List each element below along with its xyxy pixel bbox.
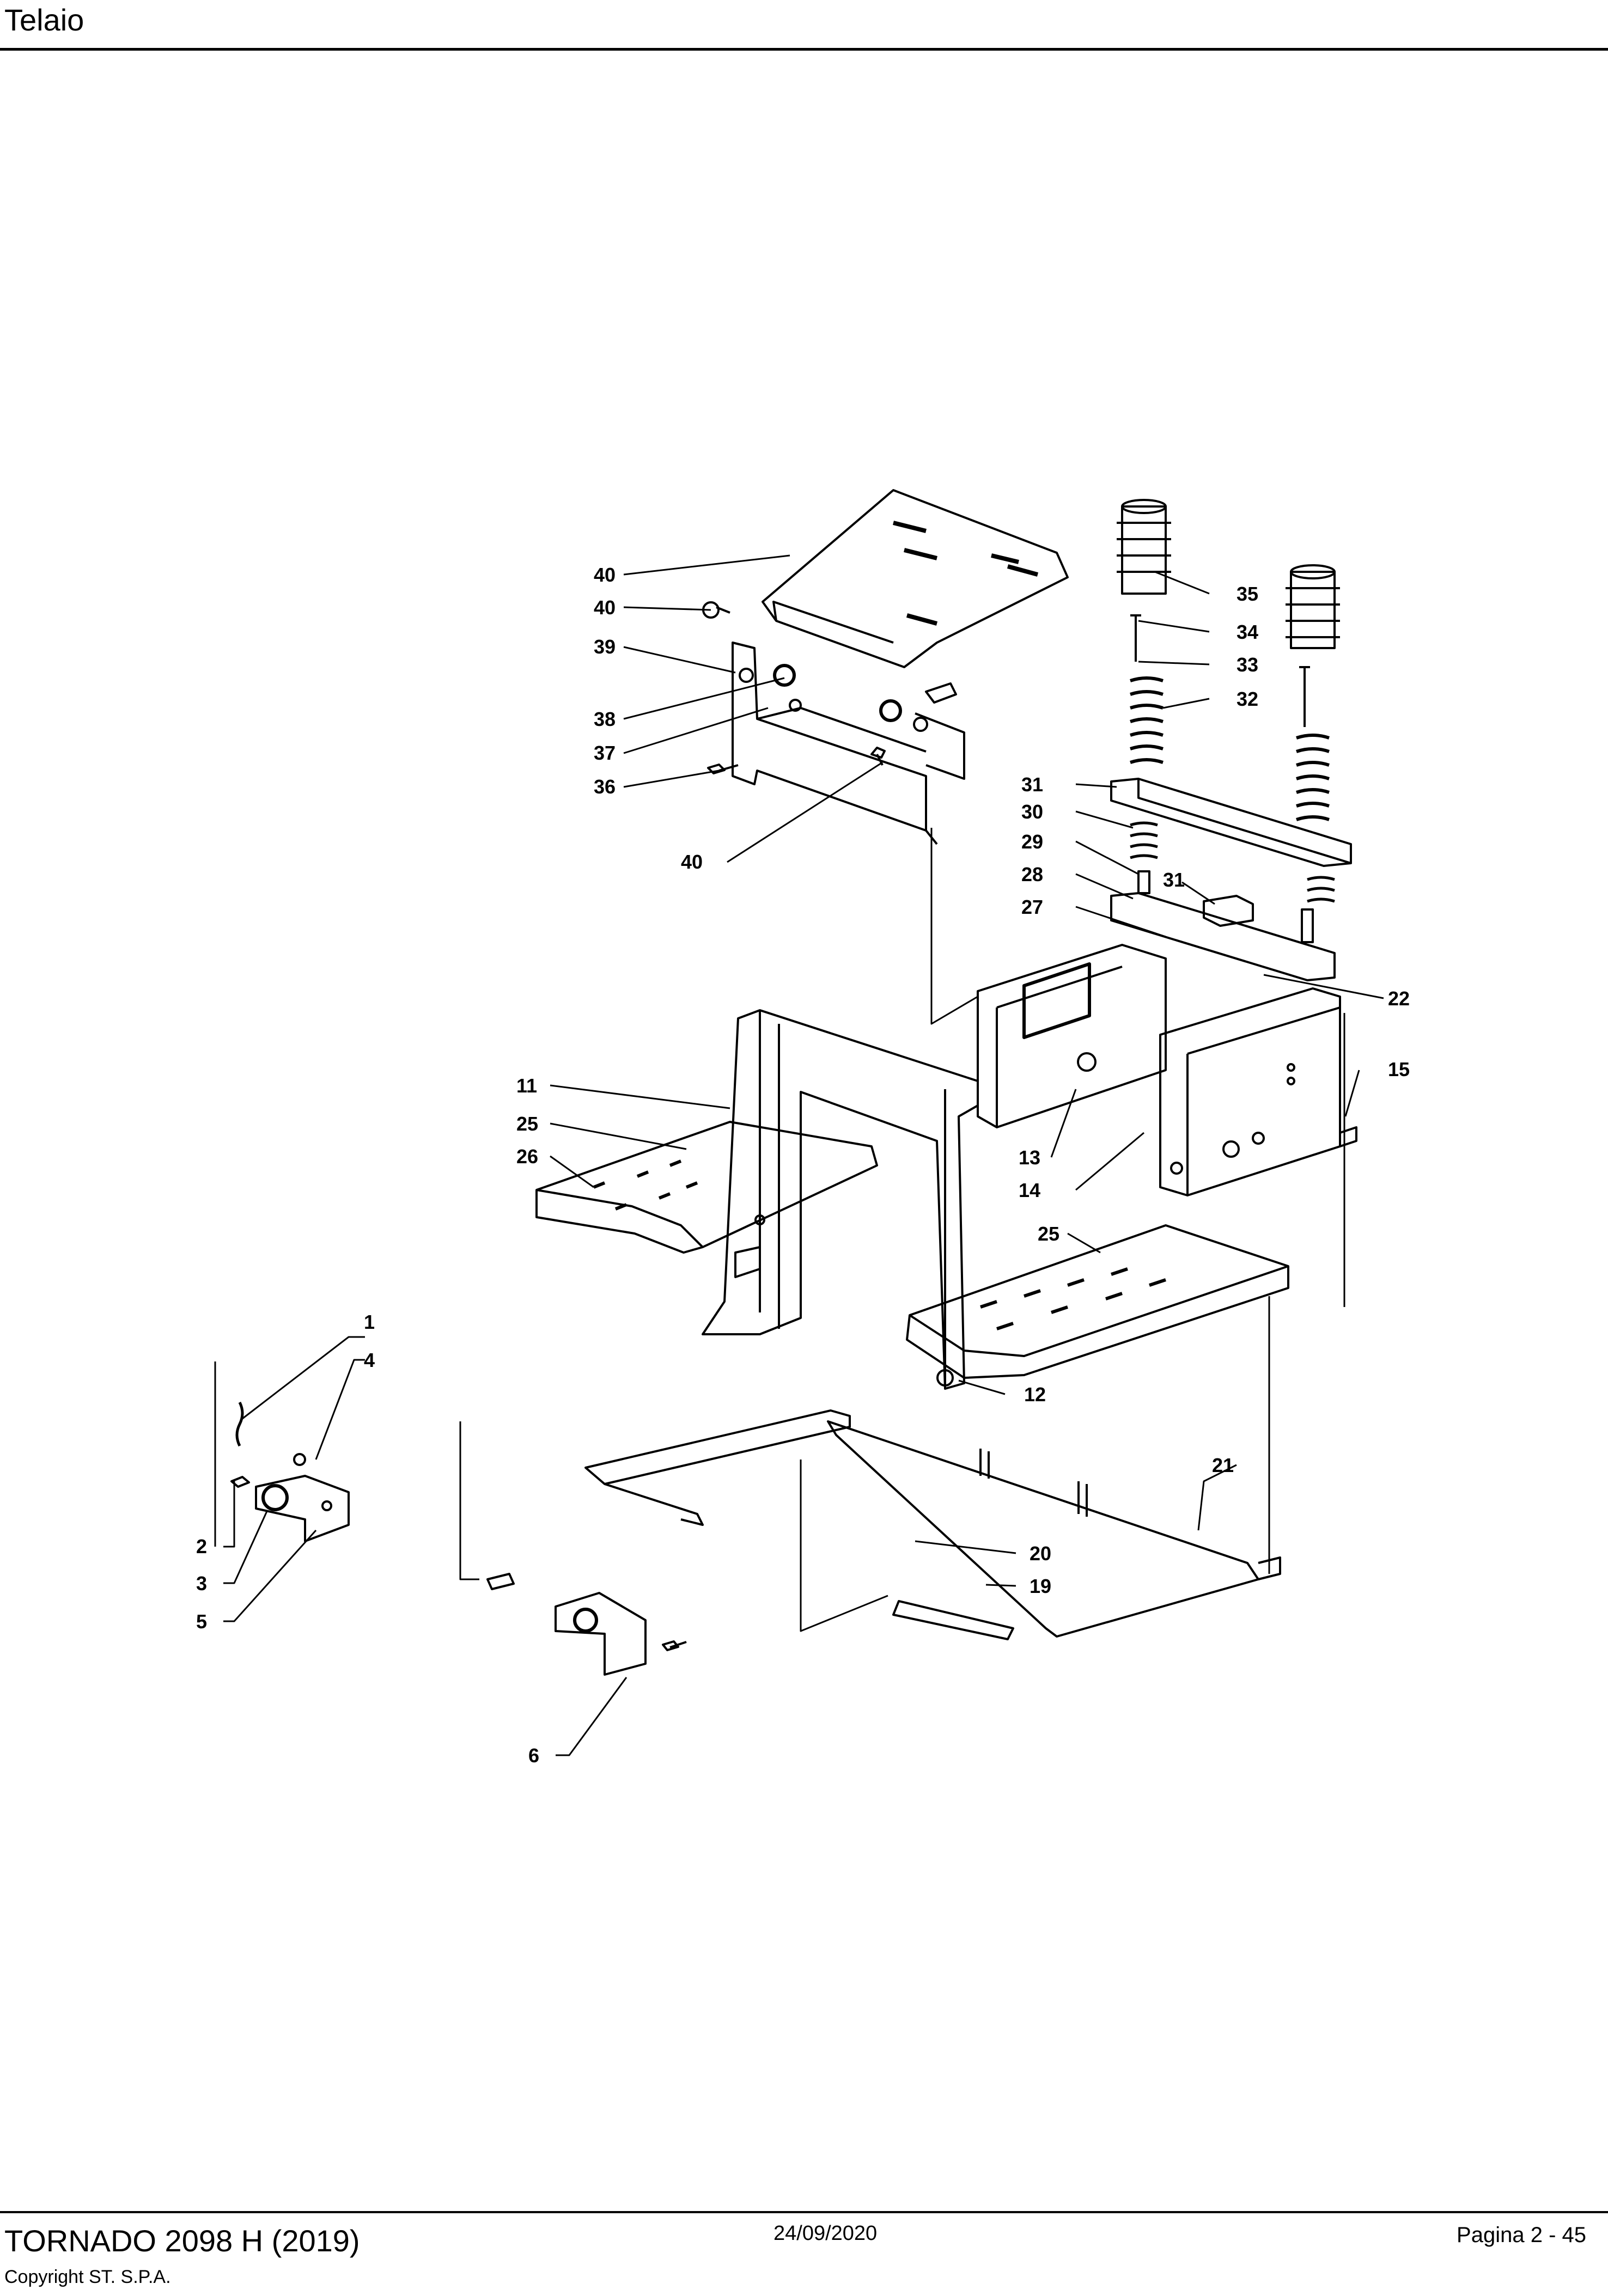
footer-rule: [0, 2211, 1608, 2213]
callout-22: 26: [516, 1145, 538, 1168]
callout-26: 28: [1021, 863, 1043, 886]
callout-20: 25: [516, 1113, 538, 1135]
right-bracket: [486, 1573, 687, 1676]
callout-14: 14: [1019, 1179, 1040, 1201]
callout-28: 30: [1021, 801, 1043, 823]
left-footboard: [535, 1121, 878, 1254]
callout-30: 31: [1021, 773, 1043, 796]
lower-frame-tube: [584, 1409, 1281, 1640]
header-rule: [0, 48, 1608, 51]
page-number: Pagina 2 - 45: [1457, 2223, 1586, 2247]
callout-16: 19: [1030, 1575, 1051, 1597]
page-header: Telaio: [0, 0, 1608, 52]
callout-labels: 40 40 39 38 37 36 40 35 34 33 32 31 30 2…: [196, 564, 1410, 1767]
left-bracket: [230, 1401, 350, 1542]
side-cover: [1159, 987, 1357, 1196]
callout-11: 11: [516, 1074, 537, 1097]
callout-12: 12: [1024, 1383, 1046, 1406]
callout-29: 31: [1163, 869, 1185, 891]
seat-hinge-bracket: [732, 642, 965, 845]
callout-4: 4: [364, 1349, 375, 1371]
callout-35: 40: [594, 564, 616, 586]
callout-13: 13: [1019, 1146, 1040, 1169]
callout-31: 32: [1237, 688, 1258, 710]
seat-switch-assembly: [1110, 821, 1336, 981]
callout-25: 27: [1021, 896, 1043, 918]
spring-bellows: [1117, 499, 1340, 649]
callout-33: 34: [1237, 621, 1258, 643]
callout-leaders: [214, 554, 1384, 1756]
callout-2: 2: [196, 1535, 207, 1558]
callout-19: 22: [1388, 987, 1410, 1010]
print-date: 24/09/2020: [773, 2222, 878, 2245]
callout-3: 3: [196, 1572, 207, 1595]
callout-1: 1: [364, 1311, 375, 1333]
spring-plate: [1110, 778, 1352, 867]
page-title: Telaio: [4, 3, 84, 37]
callout-21: 25: [1038, 1223, 1059, 1245]
callout-37: 39: [594, 636, 616, 658]
callout-6: 6: [528, 1744, 539, 1767]
callout-40: 36: [594, 775, 616, 798]
callout-17: 20: [1030, 1542, 1051, 1565]
copyright-text: Copyright ST. S.P.A.: [4, 2267, 171, 2287]
callout-39: 37: [594, 742, 616, 764]
seat-plate: [762, 489, 1069, 668]
right-footboard: [906, 1224, 1289, 1387]
dashboard-housing: [977, 944, 1167, 1128]
callout-40b: 40: [681, 851, 703, 873]
callout-36: 40: [594, 596, 616, 619]
callout-18: 21: [1212, 1454, 1234, 1476]
callout-38: 38: [594, 708, 616, 730]
callout-34: 35: [1237, 583, 1258, 605]
callout-32: 33: [1237, 654, 1258, 676]
callout-15: 15: [1388, 1058, 1410, 1080]
callout-5: 5: [196, 1610, 207, 1633]
springs-and-bolts: [1130, 614, 1330, 821]
callout-27: 29: [1021, 831, 1043, 853]
model-name: TORNADO 2098 H (2019): [4, 2224, 360, 2258]
